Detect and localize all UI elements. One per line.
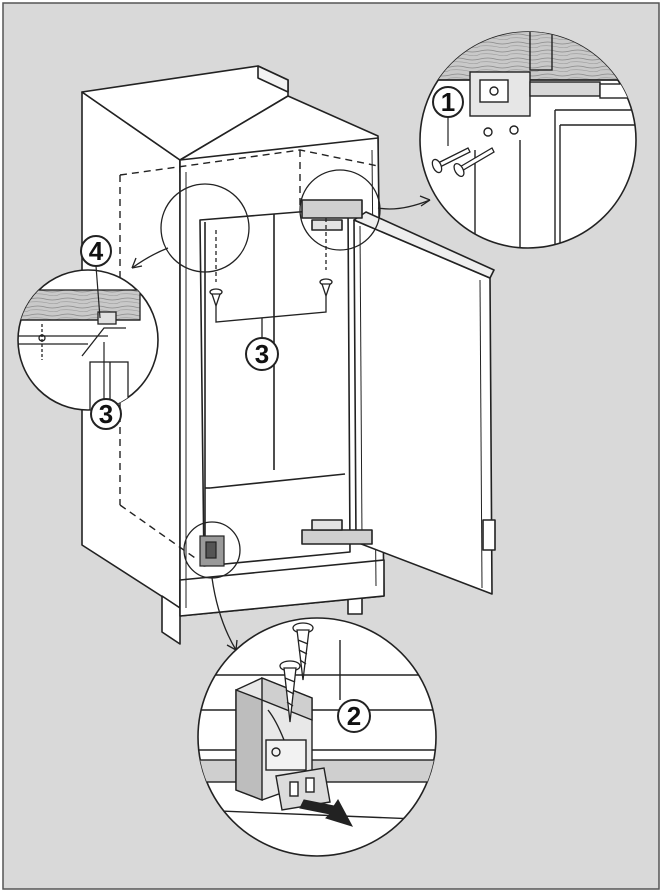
- screw-lower-icon: [279, 660, 301, 723]
- top-hinge: [301, 199, 363, 219]
- magnifier-rings: [160, 169, 381, 579]
- callout-1-label: 1: [441, 87, 455, 117]
- detail-arrows: [131, 195, 431, 651]
- screw-right-icon: [319, 278, 333, 299]
- callout-2-label: 2: [347, 701, 361, 731]
- wood-panel: [18, 289, 141, 321]
- detail-bottom-bracket: 2: [197, 617, 437, 857]
- callout-3-center-label: 3: [255, 339, 269, 369]
- bracket-screws: [279, 622, 314, 723]
- callout-3-left-label: 3: [99, 399, 113, 429]
- bottom-corner-bracket: [199, 535, 225, 567]
- bottom-hinge: [301, 529, 373, 545]
- callout-4: 4: [80, 235, 112, 319]
- screw-pair-icon: [431, 147, 495, 178]
- screw-upper-icon: [292, 622, 314, 681]
- callout-1: 1: [432, 86, 464, 146]
- cabinet-plinth: [179, 559, 385, 617]
- door-panel: [353, 219, 493, 595]
- ring-top-left: [160, 183, 250, 273]
- door-handle: [482, 519, 496, 551]
- push-arrow-icon: [299, 799, 354, 827]
- callout-3-center: 3: [245, 337, 279, 371]
- appliance-outline-dashed: [119, 149, 379, 561]
- detail-left-bracket: 4 3: [17, 235, 159, 430]
- cabinet-screws: [209, 218, 333, 340]
- screw-left-icon: [209, 288, 223, 309]
- callout-3-left: 3: [90, 342, 122, 430]
- cabinet-leg-left: [161, 595, 181, 645]
- callout-2: 2: [337, 699, 371, 733]
- callout-4-label: 4: [89, 236, 104, 266]
- cabinet-opening: [199, 207, 351, 567]
- ring-top-right: [299, 169, 381, 251]
- appliance-door: [301, 199, 496, 595]
